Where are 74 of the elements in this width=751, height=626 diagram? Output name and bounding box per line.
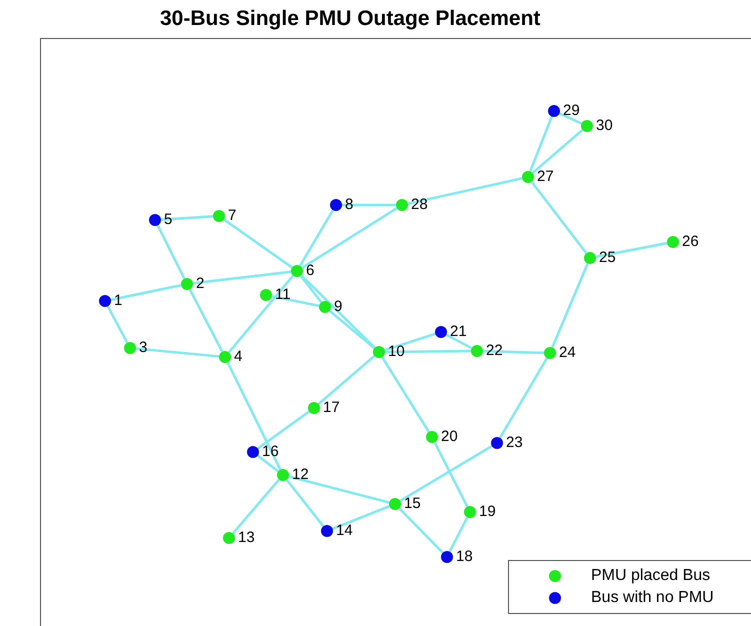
transmission-line <box>223 218 293 269</box>
bus-number: 20 <box>441 428 458 446</box>
transmission-line <box>398 507 444 554</box>
bus-number: 23 <box>506 434 523 452</box>
bus-number: 13 <box>238 529 255 547</box>
transmission-line <box>160 215 214 221</box>
transmission-line <box>342 204 396 206</box>
transmission-line <box>188 288 224 352</box>
bus-number: 27 <box>537 168 554 186</box>
bus-number: 16 <box>262 443 279 461</box>
bus-number: 1 <box>114 292 122 310</box>
bus-number: 14 <box>336 522 353 540</box>
transmission-line <box>448 516 468 552</box>
transmission-line <box>298 210 334 266</box>
transmission-line <box>551 263 589 348</box>
transmission-line <box>408 177 522 205</box>
transmission-line <box>530 181 588 254</box>
bus-number: 30 <box>596 117 613 135</box>
bus-number: 12 <box>292 466 309 484</box>
transmission-line <box>532 128 584 174</box>
transmission-line <box>498 358 548 438</box>
transmission-line <box>332 505 390 530</box>
transmission-line <box>232 478 280 534</box>
bus-number: 19 <box>479 503 496 521</box>
transmission-line <box>596 242 668 258</box>
transmission-line <box>272 294 320 308</box>
transmission-line <box>300 274 322 304</box>
transmission-line <box>328 310 376 350</box>
transmission-line <box>558 112 582 125</box>
bus-number: 15 <box>404 495 421 513</box>
transmission-line <box>300 274 376 349</box>
legend-label: Bus with no PMU <box>591 588 714 608</box>
transmission-line <box>434 442 468 508</box>
transmission-line <box>228 274 294 354</box>
transmission-line <box>529 116 553 172</box>
legend-label: PMU placed Bus <box>591 566 710 586</box>
transmission-line <box>106 306 128 344</box>
transmission-line <box>257 410 310 450</box>
transmission-line <box>384 350 472 354</box>
bus-number: 26 <box>682 233 699 251</box>
bus-number: 3 <box>139 339 148 357</box>
bus-number: 29 <box>563 102 580 120</box>
bus-number: 5 <box>164 211 172 229</box>
transmission-line <box>301 207 398 269</box>
transmission-line <box>136 347 220 358</box>
bus-number: 2 <box>196 275 204 293</box>
bus-number: 21 <box>450 323 467 341</box>
bus-number: 17 <box>323 399 340 417</box>
bus-number: 24 <box>559 344 576 362</box>
transmission-line <box>400 445 492 502</box>
bus-number: 18 <box>456 548 473 566</box>
bus-number: 9 <box>334 298 342 316</box>
bus-number: 6 <box>306 262 314 280</box>
bus-number: 11 <box>275 286 291 304</box>
bus-number: 22 <box>486 342 503 360</box>
transmission-line <box>257 454 279 472</box>
transmission-line <box>110 284 182 301</box>
bus-number: 4 <box>234 348 242 366</box>
transmission-line <box>192 270 292 285</box>
transmission-line <box>288 475 390 504</box>
transmission-line <box>286 478 324 528</box>
transmission-line <box>318 354 376 406</box>
transmission-line <box>226 362 282 470</box>
transmission-line <box>446 334 472 350</box>
bus-number: 8 <box>345 196 354 214</box>
transmission-line <box>156 224 186 280</box>
transmission-line <box>384 332 436 352</box>
bus-number: 25 <box>599 249 616 267</box>
bus-number: 10 <box>388 343 405 361</box>
bus-number: 28 <box>411 196 428 214</box>
transmission-line <box>482 350 544 354</box>
transmission-line <box>381 356 430 433</box>
bus-number: 7 <box>228 207 236 225</box>
chart-title: 30-Bus Single PMU Outage Placement <box>160 8 540 29</box>
